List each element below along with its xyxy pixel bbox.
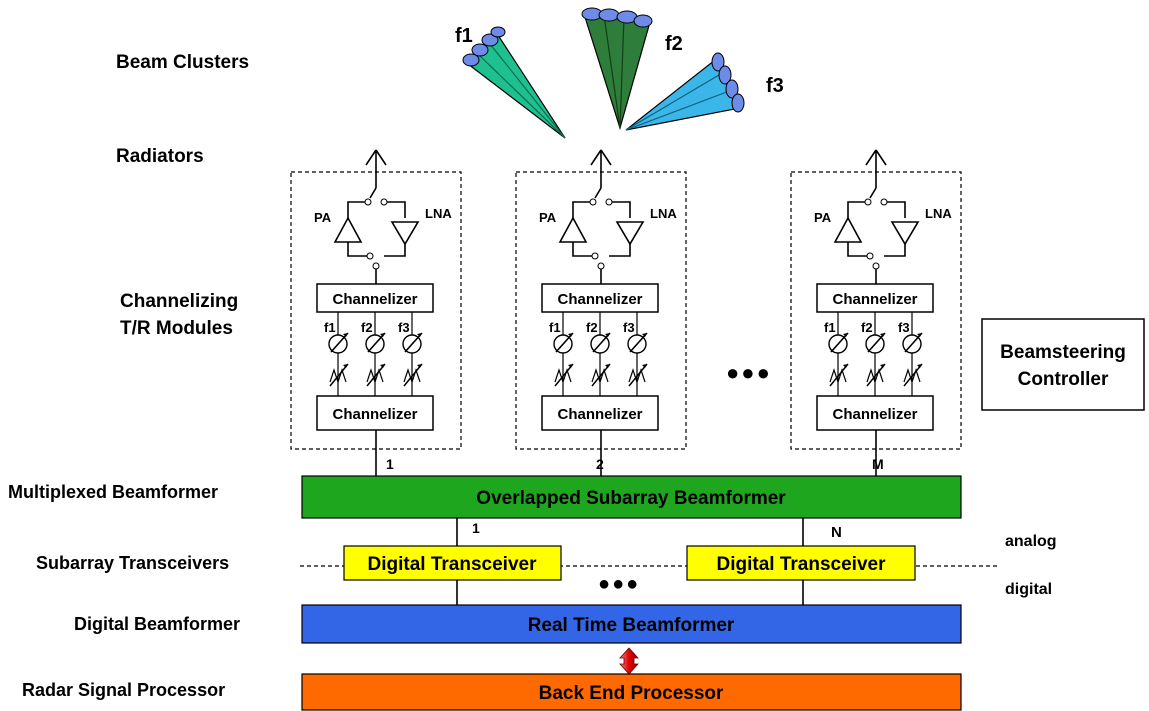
freq-label-f2: f2: [586, 320, 598, 335]
label-beam-clusters: Beam Clusters: [116, 52, 249, 73]
real-time-beamformer-label: Real Time Beamformer: [528, 615, 735, 636]
channelizer-bottom: [541, 395, 659, 431]
real-time-beamformer-bar: [301, 604, 962, 644]
tr-module-1: PA LNA Channelizer f1 f2 f3 Channelizer …: [290, 149, 462, 476]
lna-label: LNA: [925, 206, 952, 221]
channelizer-bottom-label: Channelizer: [832, 406, 917, 423]
pa-amplifier-icon: [333, 216, 363, 243]
channelizer-top-label: Channelizer: [332, 291, 417, 308]
attenuator-icons: [829, 363, 923, 387]
beam-label-f1: f1: [455, 25, 473, 47]
analog-label: analog: [1005, 533, 1057, 550]
module-port-label: 1: [386, 456, 394, 472]
channelizer-top-label: Channelizer: [557, 291, 642, 308]
label-channelizing: Channelizing: [120, 291, 238, 312]
digital-transceiver-1: [343, 545, 562, 581]
label-subarray-transceivers: Subarray Transceivers: [36, 553, 229, 573]
antenna-icon: [865, 149, 887, 188]
phase-shifter-icons: [828, 332, 923, 354]
lna-amplifier-icon: [390, 221, 420, 246]
freq-label-f2: f2: [861, 320, 873, 335]
attenuator-icons: [554, 363, 648, 387]
freq-label-f1: f1: [324, 320, 336, 335]
overlapped-subarray-beamformer-bar: [301, 475, 962, 519]
overlapped-subarray-beamformer-label: Overlapped Subarray Beamformer: [476, 488, 786, 509]
label-tr-modules: T/R Modules: [120, 318, 233, 339]
module-port-label: M: [872, 456, 884, 472]
beam-cluster-f1: [462, 26, 566, 139]
beam-cluster-f3: [625, 52, 745, 131]
pa-amplifier-icon: [558, 216, 588, 243]
lna-label: LNA: [425, 206, 452, 221]
digital-transceiver-2: [686, 545, 916, 581]
pa-label: PA: [539, 210, 557, 225]
beam-label-f3: f3: [766, 75, 784, 97]
attenuator-icons: [329, 363, 423, 387]
transceivers-ellipsis: ●●●: [598, 573, 640, 595]
antenna-icon: [590, 149, 612, 188]
beam-cluster-f2: [581, 7, 653, 131]
modules-ellipsis: ●●●: [726, 360, 772, 385]
pa-label: PA: [814, 210, 832, 225]
transceiver-port-1: 1: [472, 520, 480, 536]
phase-shifter-icons: [553, 332, 648, 354]
lna-amplifier-icon: [615, 221, 645, 246]
module-port-label: 2: [596, 456, 604, 472]
antenna-icon: [365, 149, 387, 188]
freq-label-f2: f2: [361, 320, 373, 335]
transceiver-port-n: N: [831, 524, 842, 541]
label-radiators: Radiators: [116, 146, 204, 167]
freq-label-f3: f3: [898, 320, 910, 335]
digital-transceiver-1-label: Digital Transceiver: [368, 554, 538, 575]
bidirectional-arrow-icon: [619, 647, 639, 675]
channelizer-bottom: [816, 395, 934, 431]
freq-label-f1: f1: [549, 320, 561, 335]
label-multiplexed-beamformer: Multiplexed Beamformer: [8, 482, 218, 502]
pa-label: PA: [314, 210, 332, 225]
beamsteering-controller-box: [981, 318, 1145, 411]
digital-label: digital: [1005, 581, 1052, 598]
label-radar-signal-processor: Radar Signal Processor: [22, 680, 225, 700]
channelizer-top-label: Channelizer: [832, 291, 917, 308]
lna-amplifier-icon: [890, 221, 920, 246]
back-end-processor-label: Back End Processor: [539, 683, 724, 704]
freq-label-f1: f1: [824, 320, 836, 335]
label-digital-beamformer: Digital Beamformer: [74, 614, 240, 634]
lna-label: LNA: [650, 206, 677, 221]
freq-label-f3: f3: [623, 320, 635, 335]
phase-shifter-icons: [328, 332, 423, 354]
channelizer-bottom-label: Channelizer: [557, 406, 642, 423]
back-end-processor-bar: [301, 673, 962, 711]
channelizer-bottom-label: Channelizer: [332, 406, 417, 423]
pa-amplifier-icon: [833, 216, 863, 243]
channelizer-top: [816, 283, 934, 313]
beamsteering-label-line2: Controller: [1018, 369, 1109, 390]
freq-label-f3: f3: [398, 320, 410, 335]
channelizer-bottom: [316, 395, 434, 431]
beamsteering-label-line1: Beamsteering: [1000, 342, 1126, 363]
tr-module-2: PA LNA Channelizer f1 f2 f3 Channelizer …: [515, 149, 687, 476]
tr-module-m: PA LNA Channelizer f1 f2 f3 Channelizer …: [790, 149, 962, 476]
beam-label-f2: f2: [665, 33, 683, 55]
digital-transceiver-2-label: Digital Transceiver: [717, 554, 887, 575]
